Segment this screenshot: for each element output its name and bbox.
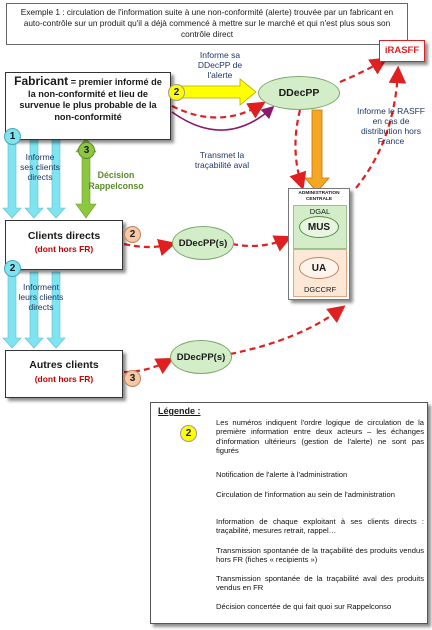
red-dashed-ddecpp-admin bbox=[289, 109, 307, 191]
dgal-label: DGAL bbox=[309, 207, 331, 216]
purple-arrow bbox=[171, 105, 275, 131]
red-dashed-bottom-admin bbox=[229, 305, 346, 356]
step-number-1: 1 bbox=[4, 128, 21, 145]
red-dashed-fab-ddecpp bbox=[171, 101, 266, 119]
step-number-2-mid: 2 bbox=[124, 226, 141, 243]
legend-number-icon: 2 bbox=[180, 425, 197, 442]
ua-label: UA bbox=[311, 262, 327, 274]
ddecpps-bottom-label: DDecPP(s) bbox=[176, 351, 226, 363]
ua-ellipse: UA bbox=[299, 257, 339, 279]
ddecpp-top-label: DDecPP bbox=[278, 87, 320, 99]
ddecpps-bottom-ellipse: DDecPP(s) bbox=[170, 340, 232, 374]
autres-clients-box: Autres clients (dont hors FR) bbox=[5, 350, 123, 398]
label-informe-rasff: Informe le RASFF en cas de distribution … bbox=[356, 106, 426, 146]
header-text: Exemple 1 : circulation de l'information… bbox=[20, 7, 394, 39]
step-number-2-left: 2 bbox=[4, 260, 21, 277]
admin-centrale-box: ADMINISTRATION CENTRALE DGAL DGCCRF MUS … bbox=[288, 188, 350, 300]
legend-box bbox=[150, 402, 428, 624]
step-number-3-bottom: 3 bbox=[124, 370, 141, 387]
fabricant-description: = premier informé de la non-conformité e… bbox=[19, 77, 162, 122]
ddecpp-top-ellipse: DDecPP bbox=[258, 76, 340, 110]
orange-arrow bbox=[304, 109, 330, 193]
label-transmet: Transmet la traçabilité aval bbox=[194, 150, 250, 170]
rasff-label: iRASFF bbox=[384, 45, 420, 56]
legend-item-numbers: Les numéros indiquent l'ordre logique de… bbox=[216, 418, 424, 456]
red-dashed-admin-rasff bbox=[355, 65, 407, 189]
red-dashed-ddecpps-admin bbox=[231, 235, 292, 252]
legend-item-red: Transmission spontanée de la traçabilité… bbox=[216, 546, 424, 565]
clients-directs-title: Clients directs bbox=[27, 230, 101, 242]
autres-clients-sub: (dont hors FR) bbox=[34, 374, 94, 384]
label-informent: Informent leurs clients directs bbox=[18, 282, 64, 312]
legend-item-yellow: Notification de l'alerte à l'administrat… bbox=[216, 470, 348, 479]
legend-item-orange: Circulation de l'information au sein de … bbox=[216, 490, 395, 499]
legend-item-green: Décision concertée de qui fait quoi sur … bbox=[216, 602, 392, 611]
step-number-2-top: 2 bbox=[168, 84, 185, 101]
step-number-3-green: 3 bbox=[78, 142, 95, 159]
label-decision: Décision Rappelconso bbox=[88, 170, 144, 191]
legend-item-purple: Transmission spontanée de la traçabilité… bbox=[216, 574, 424, 593]
admin-title: ADMINISTRATION CENTRALE bbox=[298, 191, 340, 202]
clients-directs-box: Clients directs (dont hors FR) bbox=[5, 220, 123, 270]
yellow-arrow bbox=[171, 78, 257, 106]
red-dashed-clients-ddecpp bbox=[123, 238, 177, 256]
legend-item-cyan: Information de chaque exploitant à ses c… bbox=[216, 517, 424, 536]
cyan-arrows-top bbox=[2, 137, 66, 219]
ddecpps-mid-ellipse: DDecPP(s) bbox=[172, 226, 234, 260]
autres-clients-title: Autres clients bbox=[29, 359, 99, 371]
dgccrf-label: DGCCRF bbox=[303, 285, 337, 294]
legend-title: Légende : bbox=[158, 406, 201, 416]
cyan-arrows-bottom bbox=[2, 271, 66, 349]
red-dashed-ddecpp-rasff bbox=[339, 57, 388, 84]
ddecpps-mid-label: DDecPP(s) bbox=[178, 237, 228, 249]
mus-label: MUS bbox=[307, 221, 331, 233]
label-informe-clients: Informe ses clients directs bbox=[20, 152, 60, 182]
mus-ellipse: MUS bbox=[299, 216, 339, 238]
fabricant-box: Fabricant = premier informé de la non-co… bbox=[5, 72, 171, 140]
clients-directs-sub: (dont hors FR) bbox=[34, 244, 94, 254]
label-informe-ddecpp: Informe sa DDecPP de l'alerte bbox=[197, 50, 243, 80]
rasff-box: iRASFF bbox=[379, 40, 425, 62]
fabricant-title: Fabricant bbox=[14, 74, 69, 88]
header-box: Exemple 1 : circulation de l'information… bbox=[6, 3, 408, 45]
